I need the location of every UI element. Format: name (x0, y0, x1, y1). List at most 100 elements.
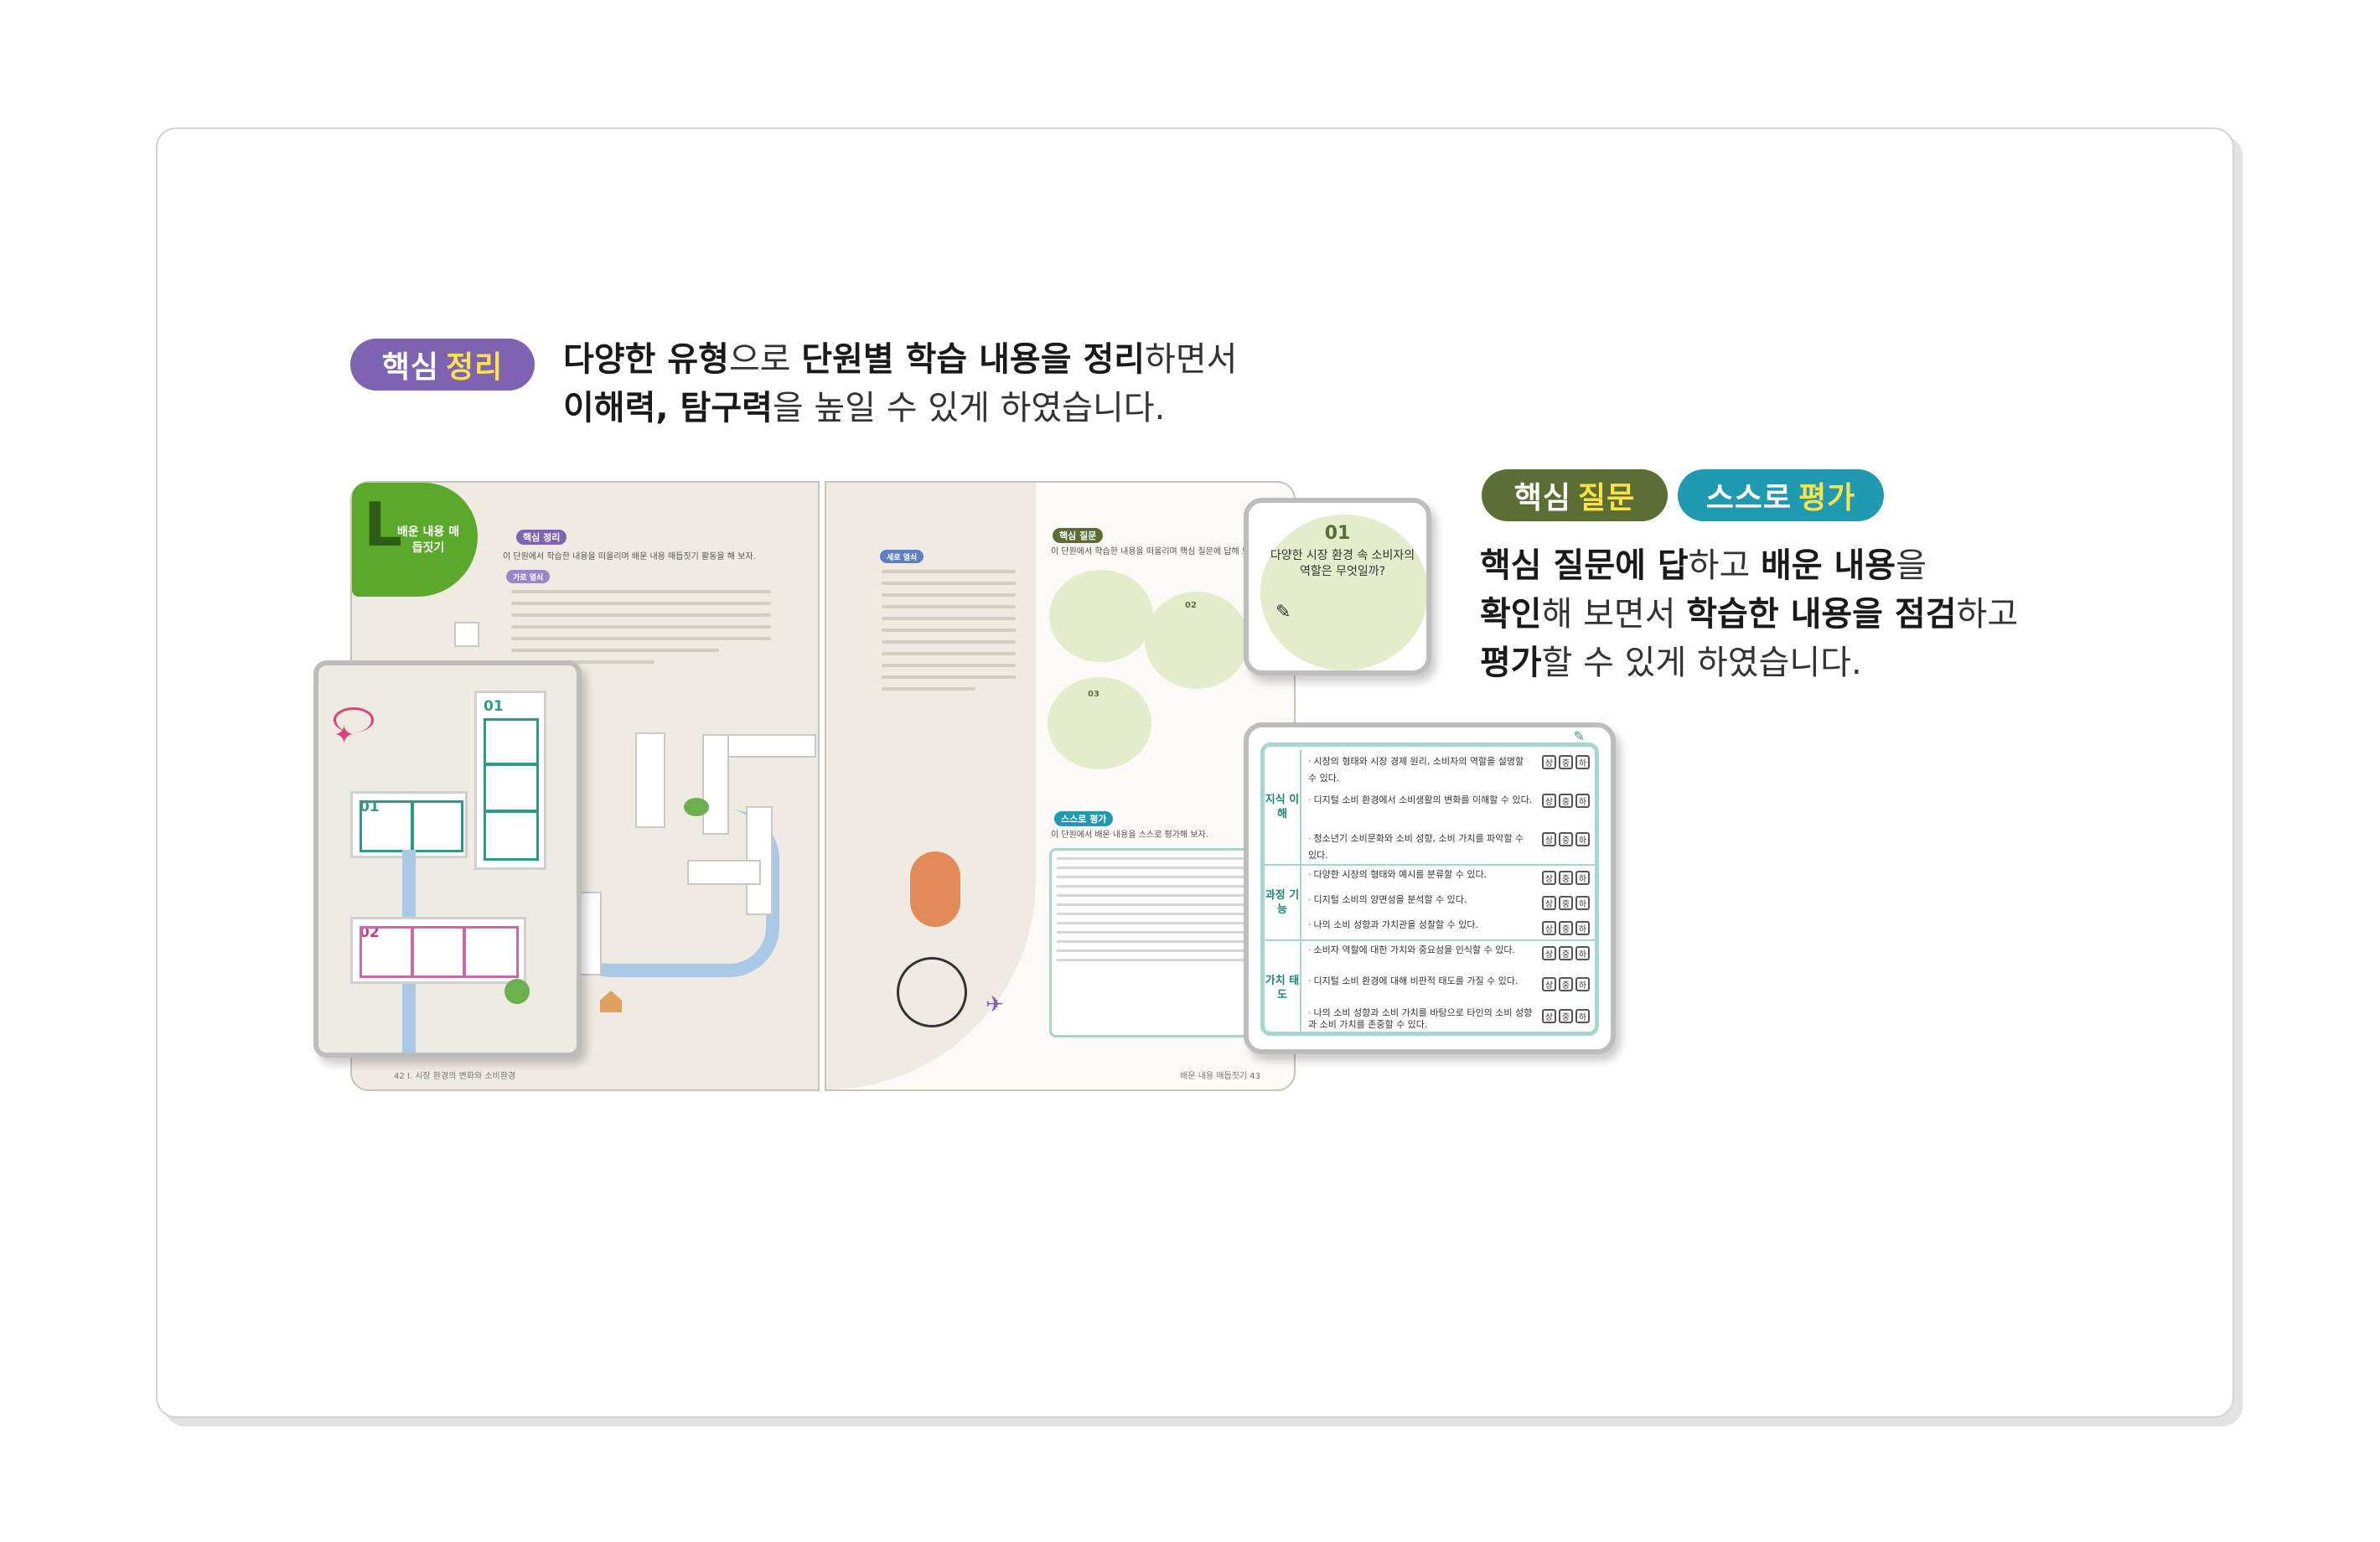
eval-item: 청소년기 소비문화와 소비 성향, 소비 가치를 파악할 수 있다. (1308, 831, 1533, 864)
eval-checkbox[interactable]: 상 (1542, 1008, 1556, 1023)
eval-checkbox[interactable]: 하 (1575, 871, 1590, 885)
confetti-swirl (334, 707, 374, 732)
eval-item: 소비자 역할에 대한 가치와 중요성을 인식할 수 있다. (1308, 944, 1533, 956)
question-2-number: 02 (1185, 601, 1197, 610)
eval-checkbox[interactable]: 중 (1559, 832, 1573, 846)
eval-category: 과정 기능 (1265, 866, 1301, 939)
eval-checkbox[interactable]: 중 (1559, 1008, 1573, 1023)
zoom-crossword: ✦ 01 01 02 (313, 660, 582, 1058)
zoom-core-question: 01 다양한 시장 환경 속 소비자의 역할은 무엇일까? ✎ (1244, 498, 1431, 675)
eval-checkbox[interactable]: 중 (1559, 871, 1573, 885)
eval-checkbox[interactable]: 상 (1542, 921, 1556, 935)
eval-item: 시장의 형태와 시장 경제 원리, 소비자의 역할을 설명할 수 있다. (1308, 753, 1533, 787)
eval-checkbox[interactable]: 상 (1542, 832, 1556, 846)
eval-item: 나의 소비 성향과 소비 가치를 바탕으로 타인의 소비 성향과 소비 가치를 … (1308, 1007, 1533, 1031)
eval-checkbox[interactable]: 중 (1559, 794, 1573, 808)
left-sub-tag: 가로 열쇠 (506, 570, 551, 583)
eval-checkbox[interactable]: 하 (1575, 1008, 1590, 1023)
eval-checkbox[interactable]: 하 (1575, 794, 1590, 808)
puzzle-net (687, 860, 761, 885)
eval-group: 가치 태도소비자 역할에 대한 가치와 중요성을 인식할 수 있다.상중하디지털… (1265, 941, 1595, 1035)
plane-icon: ✈ (986, 992, 1004, 1017)
eval-checkbox[interactable]: 상 (1542, 977, 1556, 992)
eval-item: 디지털 소비 환경에 대해 비판적 태도를 가질 수 있다. (1308, 975, 1533, 987)
eval-item: 디지털 소비의 양면성을 분석할 수 있다. (1308, 894, 1533, 906)
summary-pill: 핵심 정리 (350, 339, 535, 391)
self-eval-pill: 스스로 평가 (1678, 469, 1884, 521)
eval-category: 지식 이해 (1265, 750, 1301, 864)
eval-checkbox[interactable]: 하 (1575, 896, 1590, 910)
puzzle-box-01-vertical: 01 (474, 691, 546, 870)
question-number: 01 (1324, 523, 1351, 544)
clue-lines (511, 582, 771, 672)
left-page-footer: 42 Ⅰ. 시장 환경의 변화와 소비환경 (394, 1072, 516, 1081)
eval-table: ✎ 지식 이해시장의 형태와 시장 경제 원리, 소비자의 역할을 설명할 수 … (1260, 728, 1599, 1036)
eval-checkbox[interactable]: 중 (1559, 755, 1573, 769)
leaf-tab (352, 483, 478, 597)
eval-checkbox[interactable]: 하 (1575, 977, 1590, 992)
stamp-badge (897, 957, 967, 1027)
pencil-icon: ✎ (1275, 602, 1291, 623)
puzzle-box-02: 02 (350, 917, 526, 984)
house-icon (600, 991, 622, 1012)
left-header-tag: 핵심 정리 (516, 530, 567, 545)
eval-checkbox[interactable]: 하 (1575, 832, 1590, 846)
question-circle-2 (1145, 592, 1249, 689)
clue-lines-right (882, 561, 1016, 699)
eval-checkbox[interactable]: 상 (1542, 946, 1556, 960)
question-text: 다양한 시장 환경 속 소비자의 역할은 무엇일까? (1270, 549, 1415, 578)
right-page: 세로 열쇠 핵심 질문 이 단원에서 학습한 내용을 떠올리며 핵심 질문에 답… (825, 481, 1296, 1091)
puzzle-net (702, 734, 729, 835)
eval-checkbox[interactable]: 중 (1559, 921, 1573, 935)
eval-checkbox[interactable]: 하 (1575, 946, 1590, 960)
right-page-footer: 배운 내용 매듭짓기 43 (1180, 1072, 1260, 1081)
right-instruction: 이 단원에서 학습한 내용을 떠올리며 핵심 질문에 답해 보자. (1051, 547, 1260, 556)
eval-category: 가치 태도 (1265, 941, 1301, 1035)
eval-checkbox[interactable]: 하 (1575, 921, 1590, 935)
eval-item: 나의 소비 성향과 가치관을 성찰할 수 있다. (1308, 919, 1533, 931)
mini-eval-table (1049, 848, 1267, 1037)
mascot-character (910, 851, 960, 927)
puzzle-box-01-horizontal: 01 (350, 791, 468, 858)
eval-group: 과정 기능다양한 시장의 형태와 예시를 분류할 수 있다.상중하디지털 소비의… (1265, 866, 1595, 941)
question-pill: 핵심 질문 (1482, 469, 1668, 521)
eval-checkbox[interactable]: 중 (1559, 896, 1573, 910)
question-3-number: 03 (1088, 690, 1099, 699)
eval-checkbox[interactable]: 상 (1542, 794, 1556, 808)
tree-icon (684, 798, 709, 816)
eval-group: 지식 이해시장의 형태와 시장 경제 원리, 소비자의 역할을 설명할 수 있다… (1265, 750, 1595, 866)
eval-checkbox[interactable]: 상 (1542, 755, 1556, 769)
question-circle-3 (1048, 677, 1151, 769)
eval-checkbox[interactable]: 중 (1559, 977, 1573, 992)
puzzle-net (454, 622, 479, 647)
right-eval-instruction: 이 단원에서 배운 내용을 스스로 평가해 보자. (1051, 831, 1208, 840)
eval-checkbox[interactable]: 하 (1575, 755, 1590, 769)
question-circle-1 (1049, 570, 1153, 662)
eval-checkbox[interactable]: 상 (1542, 871, 1556, 885)
right-header-tag: 핵심 질문 (1053, 528, 1104, 543)
eval-checkbox[interactable]: 상 (1542, 896, 1556, 910)
right-eval-tag: 스스로 평가 (1054, 811, 1114, 826)
eval-checkbox[interactable]: 중 (1559, 946, 1573, 960)
eval-item: 디지털 소비 환경에서 소비생활의 변화를 이해할 수 있다. (1308, 792, 1533, 809)
question-description: 핵심 질문에 답하고 배운 내용을 확인해 보면서 학습한 내용을 점검하고 평… (1480, 546, 2019, 682)
tree-icon (504, 979, 530, 1004)
summary-description: 다양한 유형으로 단원별 학습 내용을 정리하면서 이해력, 탐구력을 높일 수… (563, 340, 1238, 427)
tab-title: 배운 내용 매듭짓기 (396, 525, 460, 555)
tab-letter: L (364, 489, 402, 560)
puzzle-net (635, 732, 665, 828)
pencil-icon: ✎ (1573, 728, 1585, 744)
question-bubble (1260, 515, 1426, 670)
right-list-tag: 세로 열쇠 (880, 550, 924, 563)
eval-item: 다양한 시장의 형태와 예시를 분류할 수 있다. (1308, 869, 1533, 881)
zoom-self-eval-table: ✎ 지식 이해시장의 형태와 시장 경제 원리, 소비자의 역할을 설명할 수 … (1244, 722, 1616, 1054)
